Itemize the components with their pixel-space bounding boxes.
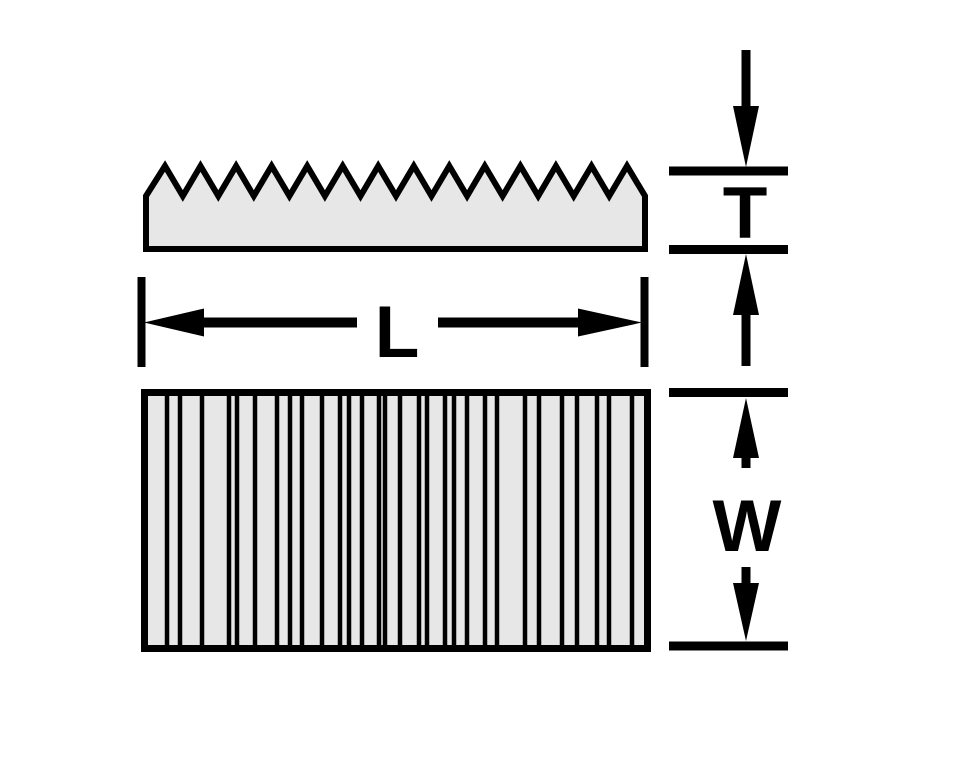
arrow-down-icon: [733, 583, 759, 641]
dimension-thickness: T: [669, 50, 788, 366]
dimension-length: L: [137, 277, 649, 373]
serration-groove-lines: [164, 396, 635, 645]
dimension-width: W: [669, 388, 788, 651]
side-view-serrated-plate: [143, 160, 648, 252]
side-view: [143, 160, 648, 252]
top-view: [141, 389, 651, 652]
arrow-down-icon: [733, 106, 759, 167]
arrow-up-icon: [733, 254, 759, 315]
thickness-label: T: [723, 173, 768, 254]
arrow-up-icon: [733, 398, 759, 458]
arrow-right-icon: [578, 308, 642, 337]
arrow-left-icon: [144, 308, 204, 337]
top-view-plate: [141, 389, 651, 652]
length-label: L: [375, 292, 420, 373]
width-label: W: [713, 486, 782, 567]
